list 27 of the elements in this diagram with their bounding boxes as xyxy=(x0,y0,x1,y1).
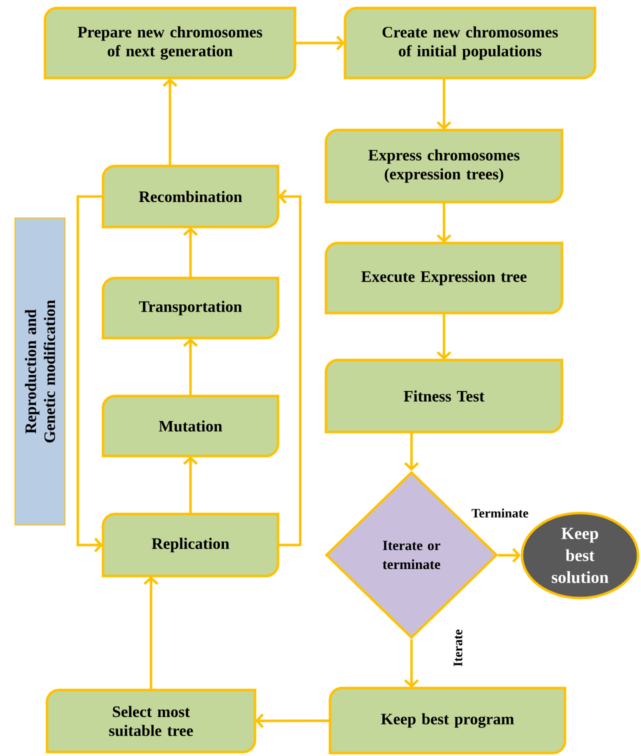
arrow xyxy=(255,713,330,728)
process-box: Prepare new chromosomes of next generation xyxy=(44,6,296,80)
arrow xyxy=(436,78,452,130)
arrow xyxy=(498,548,521,563)
arrow xyxy=(278,189,302,546)
process-box: Create new chromosomes of initial populations xyxy=(344,6,596,80)
process-box: Recombination xyxy=(102,164,280,228)
arrow xyxy=(162,78,178,166)
process-box: Express chromosomes (expression trees) xyxy=(324,128,564,204)
arrow xyxy=(436,313,452,360)
arrow xyxy=(183,227,198,278)
process-box: Execute Expression tree xyxy=(324,242,564,314)
side-band: Reproduction and Genetic modification xyxy=(14,218,66,526)
arrow xyxy=(183,338,198,396)
process-box: Keep best program xyxy=(328,686,566,754)
process-box: Fitness Test xyxy=(324,358,564,434)
arrow xyxy=(404,639,419,688)
arrow xyxy=(76,195,103,552)
process-box: Mutation xyxy=(102,394,280,458)
arrow xyxy=(436,202,452,243)
process-box: Replication xyxy=(102,512,280,578)
arrow xyxy=(295,36,345,50)
process-box: Select most suitable tree xyxy=(46,688,256,754)
arrow xyxy=(404,432,419,471)
arrow xyxy=(144,576,158,690)
process-box: Transportation xyxy=(102,276,280,340)
arrow xyxy=(183,456,198,514)
